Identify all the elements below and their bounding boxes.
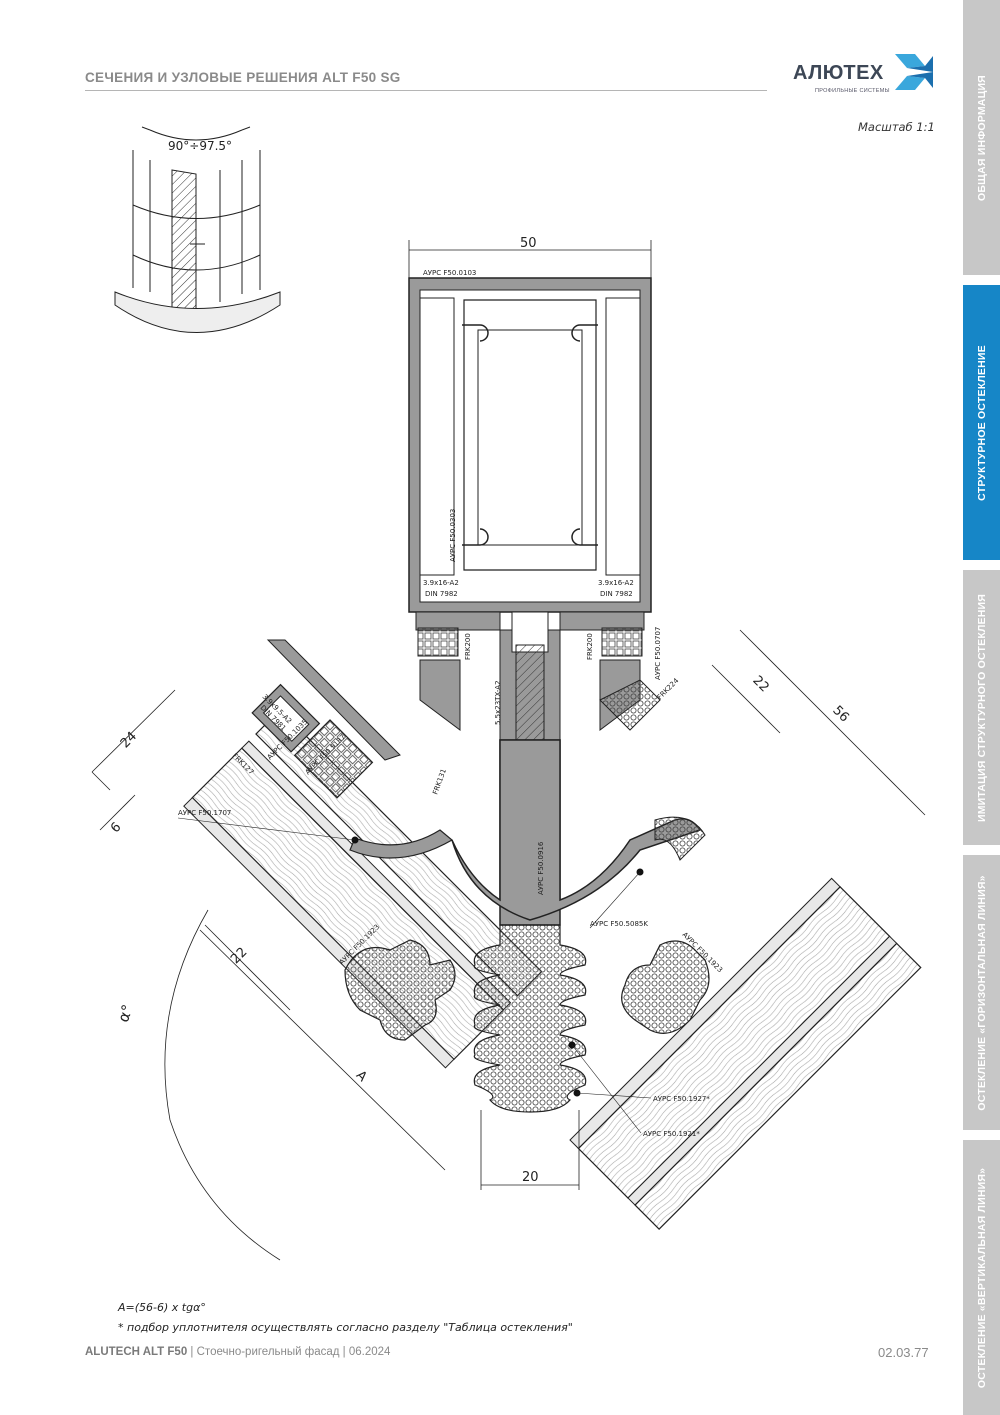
page-header-title: СЕЧЕНИЯ И УЗЛОВЫЕ РЕШЕНИЯ ALT F50 SG bbox=[85, 70, 401, 85]
side-tab-imitation-structural[interactable]: ИМИТАЦИЯ СТРУКТУРНОГО ОСТЕКЛЕНИЯ bbox=[963, 570, 1000, 845]
label-bolt: 5.5x23TX-A2 bbox=[494, 680, 502, 725]
footer-description: Стоечно-ригельный фасад bbox=[196, 1346, 340, 1358]
side-tab-vertical-line[interactable]: ОСТЕКЛЕНИЕ «ВЕРТИКАЛЬНАЯ ЛИНИЯ» bbox=[963, 1140, 1000, 1415]
label-screw-l2: DIN 7982 bbox=[425, 590, 458, 598]
label-p0707: АУРС F50.0707 bbox=[654, 627, 662, 680]
label-p1921: АУРС F50.1921* bbox=[643, 1130, 700, 1138]
label-frk200-right: FRK200 bbox=[586, 633, 594, 660]
label-screw-r2: DIN 7982 bbox=[600, 590, 633, 598]
side-tab-label: ОСТЕКЛЕНИЕ «ГОРИЗОНТАЛЬНАЯ ЛИНИЯ» bbox=[975, 874, 988, 1111]
dim-width-top: 50 bbox=[520, 236, 537, 251]
label-screw-r1: 3.9x16-A2 bbox=[598, 579, 634, 587]
side-tab-label: ОСТЕКЛЕНИЕ «ВЕРТИКАЛЬНАЯ ЛИНИЯ» bbox=[975, 1167, 988, 1388]
side-tab-label: ОБЩАЯ ИНФОРМАЦИЯ bbox=[975, 74, 988, 201]
logo-mark-icon bbox=[895, 54, 933, 90]
label-p0103: АУРС F50.0103 bbox=[423, 269, 476, 277]
left-adapter bbox=[251, 683, 374, 799]
corner-thumbnail bbox=[114, 126, 281, 333]
side-tab-label: СТРУКТУРНОЕ ОСТЕКЛЕНИЕ bbox=[975, 344, 988, 501]
brand-logo: АЛЮТЕХ ПРОФИЛЬНЫЕ СИСТЕМЫ bbox=[793, 52, 938, 96]
formula-note: A=(56-6) x tgα° bbox=[118, 1301, 206, 1314]
logo-subtitle: ПРОФИЛЬНЫЕ СИСТЕМЫ bbox=[815, 88, 890, 94]
label-p1927: АУРС F50.1927* bbox=[653, 1095, 710, 1103]
header-rule bbox=[85, 90, 767, 91]
footer: ALUTECH ALT F50 | Стоечно-ригельный фаса… bbox=[85, 1346, 390, 1358]
label-p5085k: АУРС F50.5085K bbox=[590, 920, 648, 928]
dim-width-bottom: 20 bbox=[522, 1170, 539, 1185]
angle-label: 90°÷97.5° bbox=[168, 139, 232, 153]
footer-separator: | bbox=[187, 1346, 197, 1358]
footer-brand: ALUTECH ALT F50 bbox=[85, 1346, 188, 1358]
glass-right bbox=[569, 877, 922, 1230]
dim-22-right: 22 bbox=[749, 673, 771, 695]
label-p1707: АУРС F50.1707 bbox=[178, 809, 231, 817]
footer-separator: | bbox=[339, 1346, 349, 1358]
footer-date: 06.2024 bbox=[348, 1346, 391, 1358]
side-tab-horizontal-line[interactable]: ОСТЕКЛЕНИЕ «ГОРИЗОНТАЛЬНАЯ ЛИНИЯ» bbox=[963, 855, 1000, 1130]
dim-6: 6 bbox=[108, 820, 124, 836]
footnote: * подбор уплотнителя осуществлять соглас… bbox=[118, 1321, 573, 1334]
label-p0916: АУРС F50.0916 bbox=[537, 841, 545, 895]
label-frk200-left: FRK200 bbox=[464, 633, 472, 660]
label-p0303: АУРС F50.0303 bbox=[449, 509, 457, 562]
scale-label: Масштаб 1:1 bbox=[858, 120, 935, 134]
side-tab-label: ИМИТАЦИЯ СТРУКТУРНОГО ОСТЕКЛЕНИЯ bbox=[975, 593, 988, 822]
dim-22-left: 22 bbox=[228, 945, 250, 967]
dim-56: 56 bbox=[829, 703, 851, 725]
dim-24: 24 bbox=[118, 729, 140, 751]
mullion-profile bbox=[408, 277, 652, 741]
logo-name: АЛЮТЕХ bbox=[793, 62, 884, 84]
page-number: 02.03.77 bbox=[878, 1345, 929, 1360]
label-screw-l1: 3.9x16-A2 bbox=[423, 579, 459, 587]
side-tab-general-info[interactable]: ОБЩАЯ ИНФОРМАЦИЯ bbox=[963, 0, 1000, 275]
label-frk131: FRK131 bbox=[431, 768, 448, 796]
side-tab-structural-glazing[interactable]: СТРУКТУРНОЕ ОСТЕКЛЕНИЕ bbox=[963, 285, 1000, 560]
notes: A=(56-6) x tgα° * подбор уплотнителя осу… bbox=[118, 1298, 573, 1338]
dim-alpha: α° bbox=[114, 1002, 137, 1024]
